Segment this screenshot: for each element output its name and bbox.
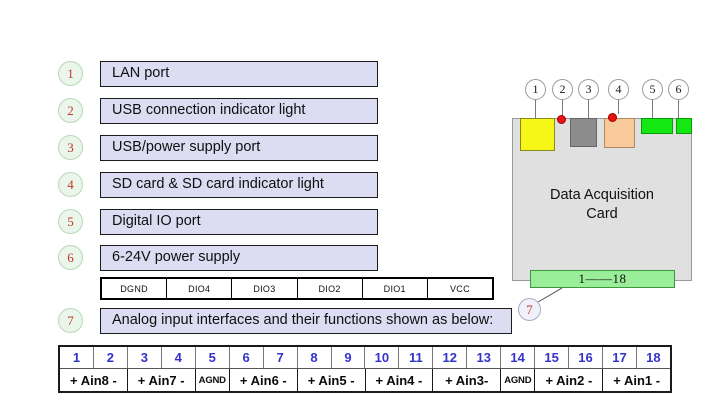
legend-bullet-3: 3	[58, 135, 83, 160]
legend-label-lan-port: LAN port	[100, 61, 378, 87]
dio-cell-dio4: DIO4	[167, 279, 233, 298]
leader-line-4	[618, 100, 619, 114]
legend-bullet-5: 5	[58, 209, 83, 234]
leader-line-6	[678, 100, 679, 119]
legend-bullet-6: 6	[58, 245, 83, 270]
pin-label-ain1: + Ain1 -	[613, 372, 661, 388]
pin-label-ain6: + Ain6 -	[230, 369, 298, 391]
leader-line-2	[562, 100, 563, 116]
legend-bullet-2: 2	[58, 98, 83, 123]
pin-label-ain3: + Ain3-	[433, 369, 502, 391]
legend-row-7: 7 Analog input interfaces and their func…	[0, 308, 512, 334]
pin-label-agnd-14: AGND	[501, 369, 536, 391]
dio-cell-dio2: DIO2	[298, 279, 363, 298]
legend-row-6: 6 6-24V power supply	[0, 245, 500, 271]
legend-row-1: 1 LAN port	[0, 61, 500, 87]
pin-number: 5	[196, 347, 230, 368]
legend-label-usb-power-port: USB/power supply port	[100, 135, 378, 161]
power-supply-port	[676, 118, 692, 134]
legend-label-digital-io-port: Digital IO port	[100, 209, 378, 235]
legend-row-3: 3 USB/power supply port	[0, 135, 500, 161]
pin-number: 13	[467, 347, 502, 368]
device-title: Data Acquisition Card	[512, 186, 692, 224]
leader-line-1	[535, 100, 536, 119]
dio-cell-vcc: VCC	[449, 283, 470, 294]
pin-number: 2	[94, 347, 128, 368]
pin-number: 16	[569, 347, 603, 368]
legend-bullet-7: 7	[58, 308, 83, 333]
device-diagram: 1 2 3 4 5 6 Data Acquisition Card 1——18 …	[0, 0, 692, 340]
dio-cell-dgnd: DGND	[102, 279, 168, 298]
pin-number: 6	[230, 347, 264, 368]
pin-number: 7	[264, 347, 298, 368]
pin-number: 15	[535, 347, 570, 368]
legend-label-power-supply: 6-24V power supply	[100, 245, 378, 271]
legend-bullet-1: 1	[58, 61, 83, 86]
pin-number: 9	[332, 347, 366, 368]
device-callout-3: 3	[578, 79, 599, 100]
pin-label-ain8: + Ain8 -	[60, 369, 128, 391]
analog-input-pinout-table: 1 2 3 4 5 6 7 8 9 10 11 12 13 14 15 16 1…	[58, 345, 672, 393]
pin-number: 14	[501, 347, 536, 368]
pin-number: 3	[128, 347, 162, 368]
sd-card-slot	[604, 118, 635, 148]
pin-label-ain2: + Ain2 -	[535, 369, 604, 391]
terminal-strip: 1——18	[530, 270, 675, 288]
pin-number: 11	[399, 347, 434, 368]
device-callout-1: 1	[525, 79, 546, 100]
pinout-number-row: 1 2 3 4 5 6 7 8 9 10 11 12 13 14 15 16 1…	[60, 347, 670, 369]
leader-line-7	[537, 288, 562, 302]
device-title-line2: Card	[586, 206, 618, 222]
pin-number: 18	[646, 350, 661, 365]
leader-line-3	[588, 100, 589, 119]
pin-label-ain5: + Ain5 -	[298, 369, 366, 391]
sd-indicator-led-icon	[608, 113, 617, 122]
pin-number: 8	[298, 347, 332, 368]
device-callout-5: 5	[642, 79, 663, 100]
pin-label-ain4: + Ain4 -	[366, 369, 434, 391]
pinout-label-row: + Ain8 - + Ain7 - AGND + Ain6 - + Ain5 -…	[60, 369, 670, 391]
legend-row-5: 5 Digital IO port	[0, 209, 500, 235]
legend-row-4: 4 SD card & SD card indicator light	[0, 172, 500, 198]
usb-indicator-led-icon	[557, 115, 566, 124]
legend-label-analog-inputs: Analog input interfaces and their functi…	[100, 308, 512, 334]
dio-pinout-table: DGND DIO4 DIO3 DIO2 DIO1 VCC	[100, 277, 494, 300]
pin-number: 10	[365, 347, 400, 368]
pin-number: 1	[60, 347, 94, 368]
pin-label-agnd-5: AGND	[196, 369, 230, 391]
digital-io-port	[641, 118, 673, 134]
pin-number: 17	[603, 347, 637, 368]
device-callout-4: 4	[608, 79, 629, 100]
leader-line-5	[652, 100, 653, 119]
device-title-line1: Data Acquisition	[550, 187, 654, 203]
legend-list: 1 LAN port 2 USB connection indicator li…	[0, 61, 512, 334]
device-callout-6: 6	[668, 79, 689, 100]
device-callout-2: 2	[552, 79, 573, 100]
pin-label-ain7: + Ain7 -	[128, 369, 196, 391]
legend-row-2: 2 USB connection indicator light	[0, 98, 500, 124]
dio-cell-dio1: DIO1	[363, 279, 428, 298]
device-callout-7: 7	[518, 298, 541, 321]
legend-label-sd-card: SD card & SD card indicator light	[100, 172, 378, 198]
usb-power-port	[570, 118, 597, 147]
legend-bullet-4: 4	[58, 172, 83, 197]
pin-number: 4	[162, 347, 196, 368]
lan-port	[520, 118, 555, 151]
legend-label-usb-indicator: USB connection indicator light	[100, 98, 378, 124]
dio-cell-dio3: DIO3	[232, 279, 298, 298]
pin-number: 12	[433, 347, 468, 368]
